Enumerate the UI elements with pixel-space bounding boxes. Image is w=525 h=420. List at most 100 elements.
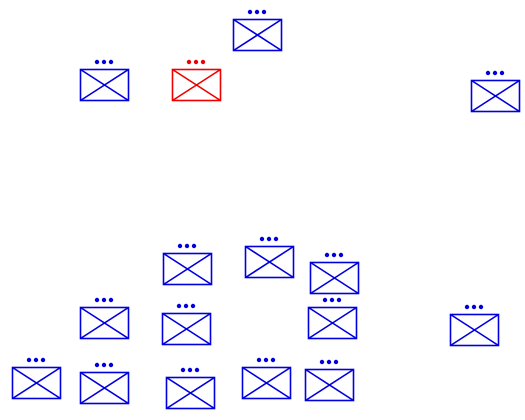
unit-frame [165, 376, 216, 410]
infantry-unit-icon [304, 359, 355, 402]
unit-counter[interactable] [241, 356, 292, 400]
infantry-cross [308, 306, 357, 340]
echelon-dot [256, 357, 262, 363]
echelon-dot [331, 252, 337, 258]
unit-counter[interactable] [79, 58, 130, 102]
infantry-unit-icon [162, 243, 213, 286]
infantry-unit-icon [79, 59, 130, 102]
echelon-dot [40, 357, 46, 363]
unit-counter[interactable] [307, 296, 358, 340]
echelon-dot [191, 243, 197, 249]
infantry-unit-icon [470, 70, 521, 113]
echelon-dot [324, 252, 330, 258]
echelon-dot [94, 297, 100, 303]
echelon-dot [194, 367, 200, 373]
unit-frame [232, 18, 283, 52]
unit-frame [244, 245, 295, 279]
infantry-cross [245, 245, 294, 279]
echelon-dot [176, 303, 182, 309]
unit-frame [11, 366, 62, 400]
echelon-dot [33, 357, 39, 363]
infantry-cross [162, 312, 211, 346]
echelon-dot [273, 236, 279, 242]
unit-counter-selected[interactable] [171, 58, 222, 102]
echelon-dot [333, 359, 339, 365]
echelon-dot [101, 59, 107, 65]
echelon-dot [319, 359, 325, 365]
unit-frame [161, 312, 212, 346]
unit-frame [470, 79, 521, 113]
infantry-cross [450, 313, 499, 347]
unit-counter[interactable] [165, 366, 216, 410]
echelon-dot [270, 357, 276, 363]
echelon-dot [200, 59, 206, 65]
infantry-cross [80, 371, 129, 405]
echelon-dot [263, 357, 269, 363]
echelon-dot [108, 362, 114, 368]
unit-frame [79, 371, 130, 405]
echelon-dot [184, 243, 190, 249]
infantry-unit-icon [307, 297, 358, 340]
echelon-dot [193, 59, 199, 65]
echelon-dot [247, 9, 253, 15]
echelon-dot [108, 297, 114, 303]
echelon-dot [261, 9, 267, 15]
echelon-dot [183, 303, 189, 309]
infantry-unit-icon [449, 304, 500, 347]
echelon-dot [94, 362, 100, 368]
echelon-dot [322, 297, 328, 303]
echelon-dot [26, 357, 32, 363]
infantry-unit-icon [241, 357, 292, 400]
infantry-unit-icon [79, 297, 130, 340]
infantry-unit-icon [165, 367, 216, 410]
infantry-cross [80, 306, 129, 340]
unit-counter[interactable] [161, 302, 212, 346]
echelon-dot [478, 304, 484, 310]
echelon-dot [266, 236, 272, 242]
echelon-dot [336, 297, 342, 303]
unit-frame [241, 366, 292, 400]
infantry-unit-icon [244, 236, 295, 279]
echelon-dot [190, 303, 196, 309]
unit-counter[interactable] [449, 303, 500, 347]
infantry-cross [163, 252, 212, 286]
infantry-unit-icon [79, 362, 130, 405]
infantry-unit-icon [309, 252, 360, 295]
unit-frame [307, 306, 358, 340]
unit-frame [304, 368, 355, 402]
echelon-dot [485, 70, 491, 76]
unit-counter[interactable] [79, 361, 130, 405]
unit-counter[interactable] [470, 69, 521, 113]
unit-counter[interactable] [232, 8, 283, 52]
unit-counter[interactable] [309, 251, 360, 295]
unit-counter[interactable] [244, 235, 295, 279]
unit-frame [309, 261, 360, 295]
echelon-dot [499, 70, 505, 76]
infantry-cross [471, 79, 520, 113]
infantry-cross [310, 261, 359, 295]
echelon-dot [254, 9, 260, 15]
unit-counter[interactable] [162, 242, 213, 286]
unit-counter[interactable] [11, 356, 62, 400]
infantry-cross [305, 368, 354, 402]
infantry-unit-icon [232, 9, 283, 52]
echelon-dot [326, 359, 332, 365]
infantry-cross [233, 18, 282, 52]
echelon-dot [186, 59, 192, 65]
infantry-cross [242, 366, 291, 400]
infantry-unit-icon [11, 357, 62, 400]
echelon-dot [492, 70, 498, 76]
echelon-dot [464, 304, 470, 310]
unit-counter[interactable] [304, 358, 355, 402]
echelon-dot [180, 367, 186, 373]
unit-counter[interactable] [79, 296, 130, 340]
infantry-unit-icon [161, 303, 212, 346]
infantry-unit-icon [171, 59, 222, 102]
echelon-dot [94, 59, 100, 65]
echelon-dot [329, 297, 335, 303]
echelon-dot [101, 297, 107, 303]
infantry-cross [166, 376, 215, 410]
echelon-dot [177, 243, 183, 249]
echelon-dot [187, 367, 193, 373]
